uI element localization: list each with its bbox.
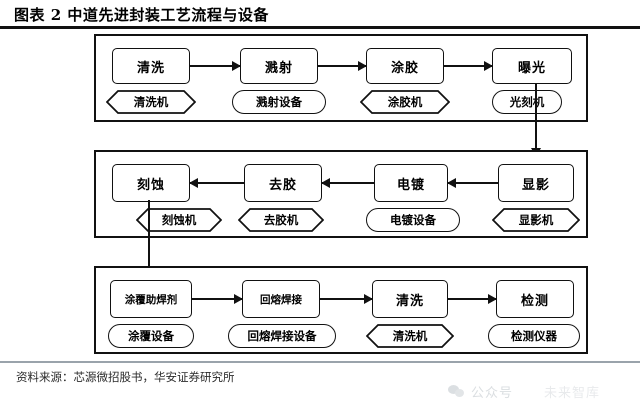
hexagon-icon [366,324,454,348]
equipment-label-row1-1: 清洗机 [133,95,169,109]
watermark-label: 公众号 [471,386,514,401]
equipment-tag-row1-4[interactable]: 光刻机 [492,90,562,114]
equipment-label-row1-4: 光刻机 [509,95,545,109]
equipment-label-row3-2: 回熔焊接设备 [247,329,317,343]
connector-row1-to-row2 [531,84,541,157]
process-box-row3-1[interactable]: 涂覆助焊剂 [110,280,192,318]
process-box-row1-1[interactable]: 清洗 [112,48,190,84]
equipment-tag-row3-4[interactable]: 检测仪器 [488,324,580,348]
equipment-tag-row2-4[interactable]: 显影机 [492,208,580,232]
equipment-label-row1-3: 涂胶机 [387,95,423,109]
arrow-row2-4-to-3 [447,178,498,188]
equipment-tag-row3-1[interactable]: 涂覆设备 [108,324,194,348]
equipment-label-row2-4: 显影机 [518,213,554,227]
process-box-row1-2[interactable]: 溅射 [240,48,318,84]
equipment-label-row2-1: 刻蚀机 [161,213,197,227]
equipment-label-row2-3: 电镀设备 [390,213,436,227]
arrow-row1-3-to-4 [444,61,493,71]
arrow-row1-2-to-3 [318,61,367,71]
title-divider [0,26,640,29]
equipment-tag-row1-2[interactable]: 溅射设备 [232,90,326,114]
equipment-tag-row1-3[interactable]: 涂胶机 [360,90,450,114]
equipment-tag-row3-2[interactable]: 回熔焊接设备 [228,324,336,348]
watermark-account: 未来智库 [544,386,601,401]
wechat-icon [448,384,465,399]
arrow-row3-1-to-2 [192,294,243,304]
process-box-row1-3[interactable]: 涂胶 [366,48,444,84]
process-box-row3-4[interactable]: 检测 [496,280,574,318]
hexagon-icon [360,90,450,114]
arrow-row2-2-to-1 [189,178,244,188]
source-divider [0,361,640,363]
arrow-row3-2-to-3 [320,294,373,304]
arrow-row1-1-to-2 [190,61,241,71]
equipment-tag-row3-3[interactable]: 清洗机 [366,324,454,348]
process-box-row2-1[interactable]: 刻蚀 [112,164,190,202]
equipment-label-row3-1: 涂覆设备 [128,329,174,343]
wechat-bubble-small [455,388,464,397]
connector-row2-to-row3 [144,200,154,275]
process-box-row2-4[interactable]: 显影 [498,164,574,202]
process-box-row3-3[interactable]: 清洗 [372,280,448,318]
arrow-row3-3-to-4 [448,294,497,304]
process-box-row3-2[interactable]: 回熔焊接 [242,280,320,318]
equipment-label-row3-3: 清洗机 [392,329,428,343]
process-box-row2-2[interactable]: 去胶 [244,164,322,202]
hexagon-icon [136,208,222,232]
hexagon-icon [238,208,324,232]
equipment-tag-row2-3[interactable]: 电镀设备 [366,208,460,232]
hexagon-icon [106,90,196,114]
equipment-tag-row2-2[interactable]: 去胶机 [238,208,324,232]
equipment-label-row2-2: 去胶机 [263,213,299,227]
equipment-tag-row1-1[interactable]: 清洗机 [106,90,196,114]
process-box-row2-3[interactable]: 电镀 [374,164,448,202]
equipment-label-row3-4: 检测仪器 [511,329,557,343]
wechat-bubble-large [448,384,459,394]
hexagon-icon [492,208,580,232]
watermark: 公众号 未来智库 [448,382,599,401]
equipment-label-row1-2: 溅射设备 [256,95,302,109]
equipment-tag-row2-1[interactable]: 刻蚀机 [136,208,222,232]
process-box-row1-4[interactable]: 曝光 [492,48,572,84]
arrow-row2-3-to-2 [321,178,374,188]
figure-source: 资料来源：芯源微招股书，华安证券研究所 [16,370,235,384]
figure-title: 图表 2 中道先进封装工艺流程与设备 [14,6,269,24]
process-flow-diagram: 清洗 溅射 涂胶 曝光 清洗机 溅射设备 涂胶机 光刻机 刻蚀 [0,30,640,360]
